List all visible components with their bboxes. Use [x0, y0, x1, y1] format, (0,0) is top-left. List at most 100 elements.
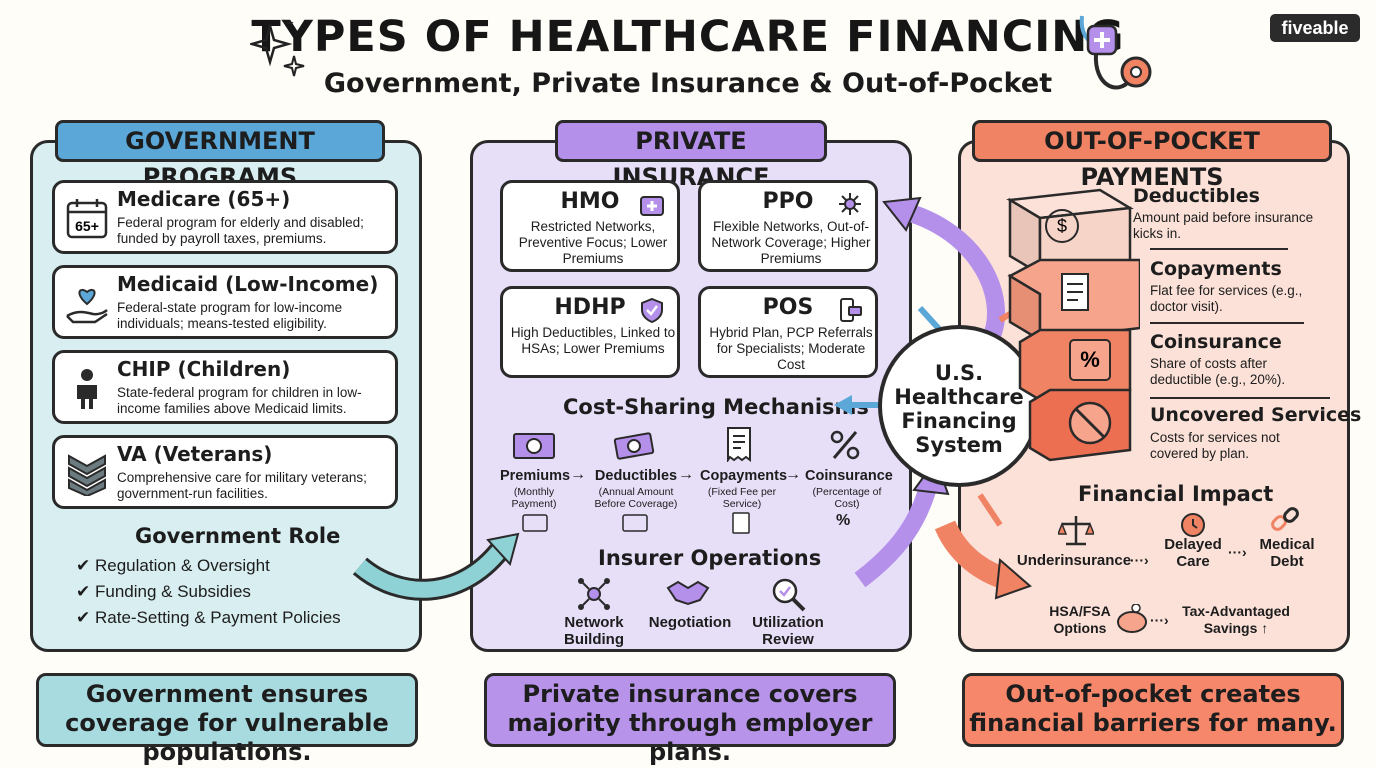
program-card-va: VA (Veterans) Comprehensive care for mil…: [52, 435, 398, 509]
center-line: Healthcare: [894, 385, 1024, 409]
heart-hand-icon: [66, 288, 108, 324]
cost-box-stack: $ %: [1006, 188, 1140, 462]
flow-arrow-icon: →: [678, 466, 694, 483]
check-circle-icon: ✔: [76, 582, 91, 601]
scale-icon: [1058, 516, 1094, 546]
government-footer: Government ensures coverage for vulnerab…: [36, 673, 418, 766]
program-title: CHIP (Children): [117, 357, 291, 381]
network-icon: [839, 193, 861, 215]
role-item: ✔ Regulation & Oversight: [76, 556, 270, 575]
page-title: TYPES OF HEALTHCARE FINANCING: [251, 12, 1125, 62]
phone-card-icon: [840, 298, 862, 322]
program-desc: Federal-state program for low-income ind…: [117, 300, 343, 331]
plan-title: PPO: [762, 189, 814, 214]
handshake-icon: [666, 580, 710, 606]
clock-icon: [1181, 513, 1205, 537]
government-role-heading: Government Role: [135, 524, 341, 548]
step-copayments: Copayments: [700, 468, 788, 484]
program-desc: State-federal program for children in lo…: [117, 385, 362, 416]
program-title: Medicaid (Low-Income): [117, 272, 379, 296]
cash-small-icon: [522, 514, 548, 532]
operation-negotiation: Negotiation: [648, 614, 732, 631]
program-title: Medicare (65+): [117, 187, 291, 211]
dotted-arrow-icon: ···›: [1228, 544, 1247, 560]
svg-text:%: %: [1080, 347, 1100, 372]
government-programs-tab: GOVERNMENT PROGRAMS: [55, 120, 385, 191]
step-copayments-sub: (Fixed Fee per Service): [707, 486, 777, 510]
oop-desc: Flat fee for services (e.g., doctor visi…: [1150, 283, 1303, 314]
oop-title: Coinsurance: [1150, 331, 1282, 353]
plan-card-pos: POS Hybrid Plan, PCP Referrals for Speci…: [698, 286, 878, 378]
broken-chain-icon: [1271, 507, 1299, 531]
impact-medical-debt: Medical Debt: [1259, 536, 1315, 570]
calendar-label: 65+: [75, 218, 99, 234]
step-coinsurance: Coinsurance: [805, 468, 893, 484]
step-deductibles: Deductibles: [594, 468, 678, 484]
chevron-rank-icon: [68, 454, 106, 496]
operation-utilization-review: Utilization Review: [752, 614, 824, 648]
receipt-icon: [727, 427, 751, 462]
program-desc: Comprehensive care for military veterans…: [117, 470, 367, 501]
divider: [1150, 322, 1304, 324]
piggy-bank-icon: [1117, 604, 1147, 633]
percent-small-icon: %: [836, 512, 851, 529]
operation-network-building: Network Building: [564, 614, 624, 648]
oop-title: Copayments: [1150, 258, 1282, 280]
box-percent: %: [1018, 328, 1132, 402]
box-blocked: [1028, 388, 1132, 462]
program-card-chip: CHIP (Children) State-federal program fo…: [52, 350, 398, 424]
oop-desc: Costs for services not covered by plan.: [1150, 430, 1280, 461]
sparkle-icon: [250, 22, 305, 77]
calendar-65-icon: 65+: [66, 199, 108, 239]
check-circle-icon: ✔: [76, 608, 91, 627]
oop-title: Deductibles: [1133, 185, 1260, 207]
oop-desc: Amount paid before insurance kicks in.: [1133, 210, 1314, 241]
oop-desc: Share of costs after deductible (e.g., 2…: [1150, 356, 1286, 387]
receipt-small-icon: [732, 512, 750, 534]
dotted-arrow-icon: ···›: [1130, 552, 1149, 568]
divider: [1150, 248, 1288, 250]
plan-desc: Hybrid Plan, PCP Referrals for Specialis…: [709, 325, 873, 372]
flow-arrow-icon: →: [785, 466, 801, 483]
svg-text:$: $: [1057, 216, 1067, 236]
plan-desc: High Deductibles, Linked to HSAs; Lower …: [510, 325, 676, 356]
child-icon: [77, 369, 97, 409]
divider: [1150, 397, 1330, 399]
plan-title: POS: [762, 295, 814, 320]
plan-title: HMO: [560, 189, 620, 214]
shield-check-icon: [641, 297, 663, 323]
check-circle-icon: ✔: [76, 556, 91, 575]
plan-title: HDHP: [554, 295, 626, 320]
step-premiums: Premiums: [499, 468, 571, 484]
plan-card-hdhp: HDHP High Deductibles, Linked to HSAs; L…: [500, 286, 680, 378]
role-item: ✔ Funding & Subsidies: [76, 582, 251, 601]
step-deductibles-sub: (Annual Amount Before Coverage): [594, 486, 678, 510]
role-item: ✔ Rate-Setting & Payment Policies: [76, 608, 341, 627]
savings-hsa-fsa: HSA/FSA Options: [1049, 603, 1111, 636]
cash-small-icon: [622, 514, 648, 532]
network-people-icon: [578, 578, 610, 610]
financial-impact-heading: Financial Impact: [1078, 482, 1274, 506]
impact-underinsurance: Underinsurance: [1016, 552, 1132, 569]
plan-card-ppo: PPO Flexible Networks, Out-of-Network Co…: [698, 180, 878, 272]
oop-title: Uncovered Services: [1150, 404, 1362, 426]
savings-tax-advantaged: Tax-Advantaged Savings ↑: [1182, 603, 1290, 636]
dotted-arrow-icon: ···›: [1150, 612, 1169, 628]
center-line: System: [915, 433, 1003, 457]
center-system-circle: U.S. Healthcare Financing System: [878, 325, 1040, 487]
step-coinsurance-sub: (Percentage of Cost): [812, 486, 882, 510]
stethoscope-icon: [1079, 15, 1152, 90]
program-desc: Federal program for elderly and disabled…: [117, 215, 364, 246]
medical-kit-icon: [640, 196, 664, 216]
plan-desc: Restricted Networks, Preventive Focus; L…: [518, 219, 668, 266]
program-card-medicare: 65+ Medicare (65+) Federal program for e…: [52, 180, 398, 254]
plan-card-hmo: HMO Restricted Networks, Preventive Focu…: [500, 180, 680, 272]
page-subtitle: Government, Private Insurance & Out-of-P…: [323, 68, 1053, 99]
cash-stack-icon: [613, 432, 655, 460]
program-card-medicaid: Medicaid (Low-Income) Federal-state prog…: [52, 265, 398, 339]
cash-icon: [513, 433, 555, 459]
box-receipt: [1007, 258, 1140, 343]
brand-logo: fiveable: [1270, 14, 1360, 42]
step-premiums-sub: (Monthly Payment): [511, 486, 557, 510]
plan-desc: Flexible Networks, Out-of-Network Covera…: [711, 219, 871, 266]
